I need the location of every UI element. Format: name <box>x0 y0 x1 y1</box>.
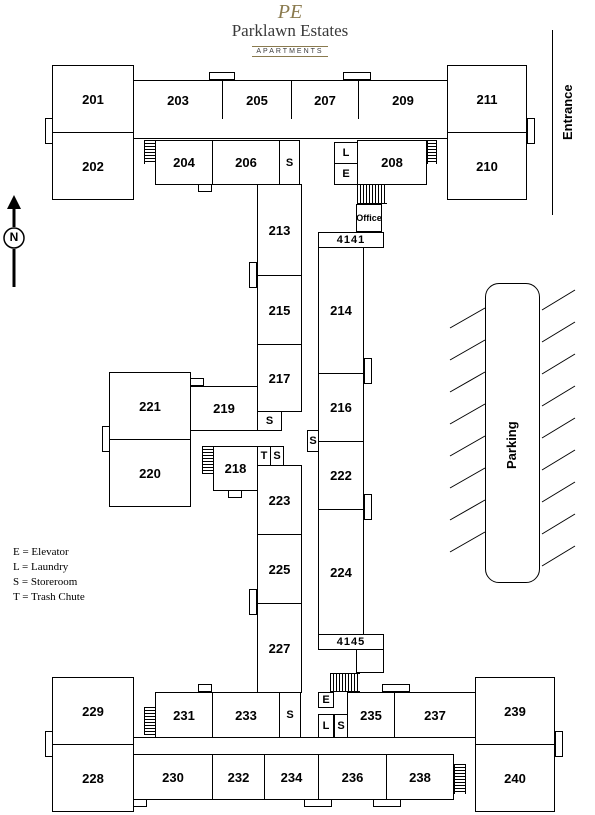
stairs-icon <box>330 673 360 692</box>
unit-235[interactable]: 235 <box>347 692 395 738</box>
unit-205[interactable]: 205 <box>222 80 292 120</box>
unit-217[interactable]: 217 <box>257 344 302 412</box>
parking-label: Parking <box>504 421 519 469</box>
unit-224[interactable]: 224 <box>318 509 364 635</box>
unit-234[interactable]: 234 <box>264 754 319 800</box>
unit-237[interactable]: 237 <box>394 692 476 738</box>
unit-206[interactable]: 206 <box>212 140 280 185</box>
balcony <box>343 72 371 80</box>
storeroom[interactable]: S <box>270 446 284 466</box>
balcony <box>373 799 401 807</box>
entrance-line <box>552 30 553 215</box>
unit-214[interactable]: 214 <box>318 247 364 374</box>
unit-216[interactable]: 216 <box>318 373 364 442</box>
balcony <box>228 490 242 498</box>
logo-name: Parklawn Estates <box>231 21 349 40</box>
north-label: N <box>9 230 19 244</box>
logo-subtitle: APARTMENTS <box>252 46 328 57</box>
unit-233[interactable]: 233 <box>212 692 280 738</box>
unit-228[interactable]: 228 <box>52 744 134 812</box>
unit-203[interactable]: 203 <box>133 80 223 120</box>
elevator[interactable]: E <box>318 692 334 708</box>
unit-201[interactable]: 201 <box>52 65 134 133</box>
unit-239[interactable]: 239 <box>475 677 555 745</box>
unit-218[interactable]: 218 <box>213 446 258 491</box>
unit-219[interactable]: 219 <box>190 386 258 431</box>
unit-240[interactable]: 240 <box>475 744 555 812</box>
unit-220[interactable]: 220 <box>109 439 191 507</box>
unit-236[interactable]: 236 <box>318 754 387 800</box>
unit-209[interactable]: 209 <box>358 80 448 120</box>
unit-221[interactable]: 221 <box>109 372 191 440</box>
legend-storeroom: S = Storeroom <box>13 576 78 588</box>
legend-trash-chute: T = Trash Chute <box>13 591 85 603</box>
balcony <box>364 358 372 384</box>
laundry[interactable]: L <box>318 714 334 738</box>
unit-204[interactable]: 204 <box>155 140 213 185</box>
stairs-icon <box>427 140 437 164</box>
building-4141-label: 4141 <box>318 232 384 248</box>
unit-222[interactable]: 222 <box>318 441 364 510</box>
balcony <box>45 731 53 757</box>
unit-207[interactable]: 207 <box>291 80 359 120</box>
top-corridor <box>133 119 448 139</box>
unit-210[interactable]: 210 <box>447 132 527 200</box>
legend-elevator: E = Elevator <box>13 546 69 558</box>
north-arrow-icon: N <box>2 195 26 290</box>
unit-211[interactable]: 211 <box>447 65 527 133</box>
logo-monogram: PE <box>277 1 303 23</box>
bottom-corridor <box>133 737 476 755</box>
balcony <box>102 426 110 452</box>
unit-225[interactable]: 225 <box>257 534 302 604</box>
parking-stripes <box>449 289 576 567</box>
entrance-marker: Entrance <box>552 30 592 215</box>
storeroom[interactable]: S <box>279 692 301 738</box>
laundry[interactable]: L <box>334 142 358 164</box>
unit-231[interactable]: 231 <box>155 692 213 738</box>
stairs-icon <box>454 764 466 794</box>
balcony <box>198 684 212 692</box>
storeroom[interactable]: S <box>307 430 319 452</box>
unit-232[interactable]: 232 <box>212 754 265 800</box>
entrance-label: Entrance <box>560 84 575 140</box>
unit-238[interactable]: 238 <box>386 754 454 800</box>
office[interactable]: Office <box>356 204 382 232</box>
balcony <box>249 589 257 615</box>
unit-215[interactable]: 215 <box>257 275 302 345</box>
balcony <box>133 799 147 807</box>
balcony <box>198 184 212 192</box>
elevator[interactable]: E <box>334 163 358 185</box>
balcony <box>555 731 563 757</box>
building-4145-label: 4145 <box>318 634 384 650</box>
balcony <box>249 262 257 288</box>
unit-202[interactable]: 202 <box>52 132 134 200</box>
logo: PE Parklawn Estates APARTMENTS <box>215 2 365 58</box>
legend: E = Elevator L = Laundry S = Storeroom T… <box>13 545 85 605</box>
unit-227[interactable]: 227 <box>257 603 302 693</box>
unit-229[interactable]: 229 <box>52 677 134 745</box>
lobby <box>356 649 384 673</box>
balcony <box>209 72 235 80</box>
balcony <box>45 118 53 144</box>
storeroom[interactable]: S <box>257 411 282 431</box>
storeroom[interactable]: S <box>279 140 300 185</box>
unit-213[interactable]: 213 <box>257 184 302 276</box>
balcony <box>304 799 332 807</box>
balcony <box>364 494 372 520</box>
unit-208[interactable]: 208 <box>357 140 427 185</box>
stairs-icon <box>357 184 387 204</box>
balcony <box>190 378 204 386</box>
unit-223[interactable]: 223 <box>257 465 302 535</box>
trash-chute[interactable]: T <box>257 446 271 466</box>
balcony <box>382 684 410 692</box>
parking-lot: Parking <box>485 283 540 583</box>
legend-laundry: L = Laundry <box>13 561 69 573</box>
balcony <box>527 118 535 144</box>
storeroom[interactable]: S <box>334 714 348 738</box>
unit-230[interactable]: 230 <box>133 754 213 800</box>
